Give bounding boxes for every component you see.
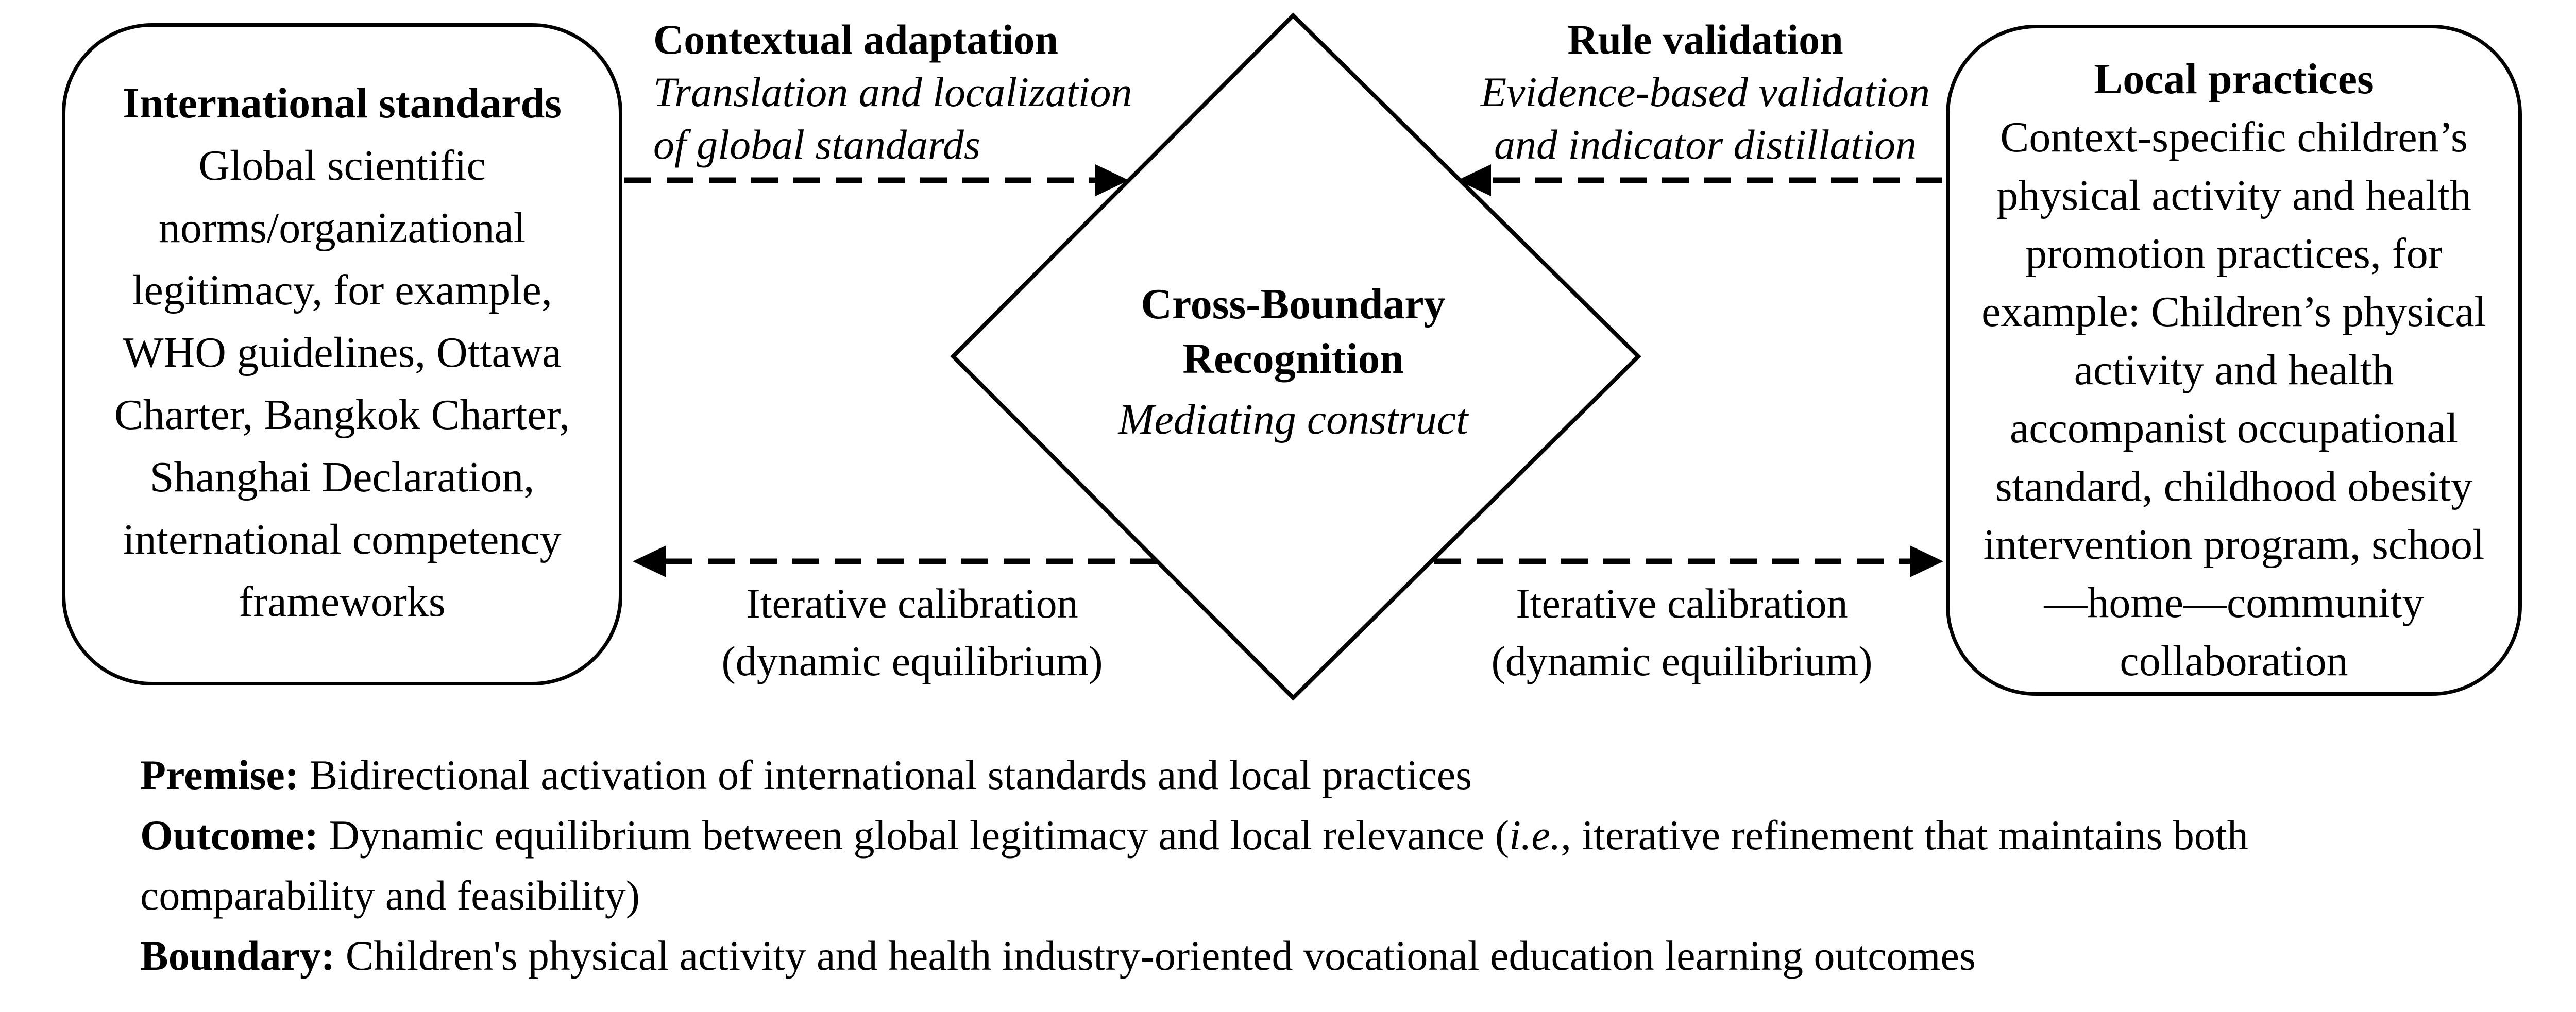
diamond-title-line2: Recognition	[1182, 335, 1404, 383]
contextual-adaptation-subtitle-line2: of global standards	[653, 121, 980, 168]
rule-validation-label: Rule validation Evidence-based validatio…	[1421, 13, 1990, 171]
arrowhead-right-icon	[1910, 545, 1943, 577]
local-practices-body: Context-specific children’s physical act…	[1981, 113, 2486, 685]
arrowhead-right-icon	[1095, 164, 1129, 196]
local-practices-box: Local practices Context-specific childre…	[1946, 25, 2522, 696]
international-standards-box: International standards Global scientifi…	[62, 23, 622, 685]
international-standards-body: Global scientific norms/organizational l…	[114, 142, 570, 626]
premise-text: Bidirectional activation of internationa…	[299, 751, 1472, 798]
iterative-calibration-left-line1: Iterative calibration	[746, 580, 1078, 627]
rule-validation-subtitle-line2: and indicator distillation	[1494, 121, 1917, 168]
outcome-label: Outcome:	[140, 812, 319, 859]
cross-boundary-diamond-shape	[950, 12, 1641, 701]
arrowhead-left-icon	[1458, 164, 1491, 196]
premise-note: Premise: Bidirectional activation of int…	[140, 745, 2402, 805]
boundary-note: Boundary: Children's physical activity a…	[140, 925, 2402, 986]
iterative-calibration-left-label: Iterative calibration (dynamic equilibri…	[653, 575, 1171, 690]
boundary-label: Boundary:	[140, 932, 335, 979]
premise-label: Premise:	[140, 751, 299, 798]
rule-validation-subtitle-line1: Evidence-based validation	[1480, 68, 1930, 115]
iterative-calibration-left-line2: (dynamic equilibrium)	[721, 638, 1103, 684]
outcome-text-after: , iterative refinement that maintains bo…	[140, 812, 2248, 919]
contextual-adaptation-subtitle-line1: Translation and localization	[653, 68, 1132, 115]
local-practices-title: Local practices	[2094, 55, 2374, 103]
diamond-title-line1: Cross-Boundary	[1141, 280, 1446, 328]
notes-block: Premise: Bidirectional activation of int…	[140, 745, 2402, 986]
iterative-calibration-right-label: Iterative calibration (dynamic equilibri…	[1423, 575, 1941, 690]
outcome-text-before: Dynamic equilibrium between global legit…	[318, 812, 1510, 859]
diamond-subtitle: Mediating construct	[1118, 396, 1468, 443]
arrowhead-left-icon	[633, 545, 666, 577]
international-standards-title: International standards	[123, 79, 562, 127]
iterative-calibration-right-line2: (dynamic equilibrium)	[1491, 638, 1873, 684]
rule-validation-title: Rule validation	[1567, 16, 1843, 63]
outcome-ie-italic: i.e.	[1509, 812, 1561, 859]
diamond-label: Cross-Boundary Recognition Mediating con…	[1036, 277, 1551, 447]
boundary-text: Children's physical activity and health …	[335, 932, 1976, 979]
contextual-adaptation-label: Contextual adaptation Translation and lo…	[653, 13, 1220, 171]
contextual-adaptation-title: Contextual adaptation	[653, 16, 1058, 63]
iterative-calibration-right-line1: Iterative calibration	[1516, 580, 1848, 627]
outcome-note: Outcome: Dynamic equilibrium between glo…	[140, 805, 2402, 925]
